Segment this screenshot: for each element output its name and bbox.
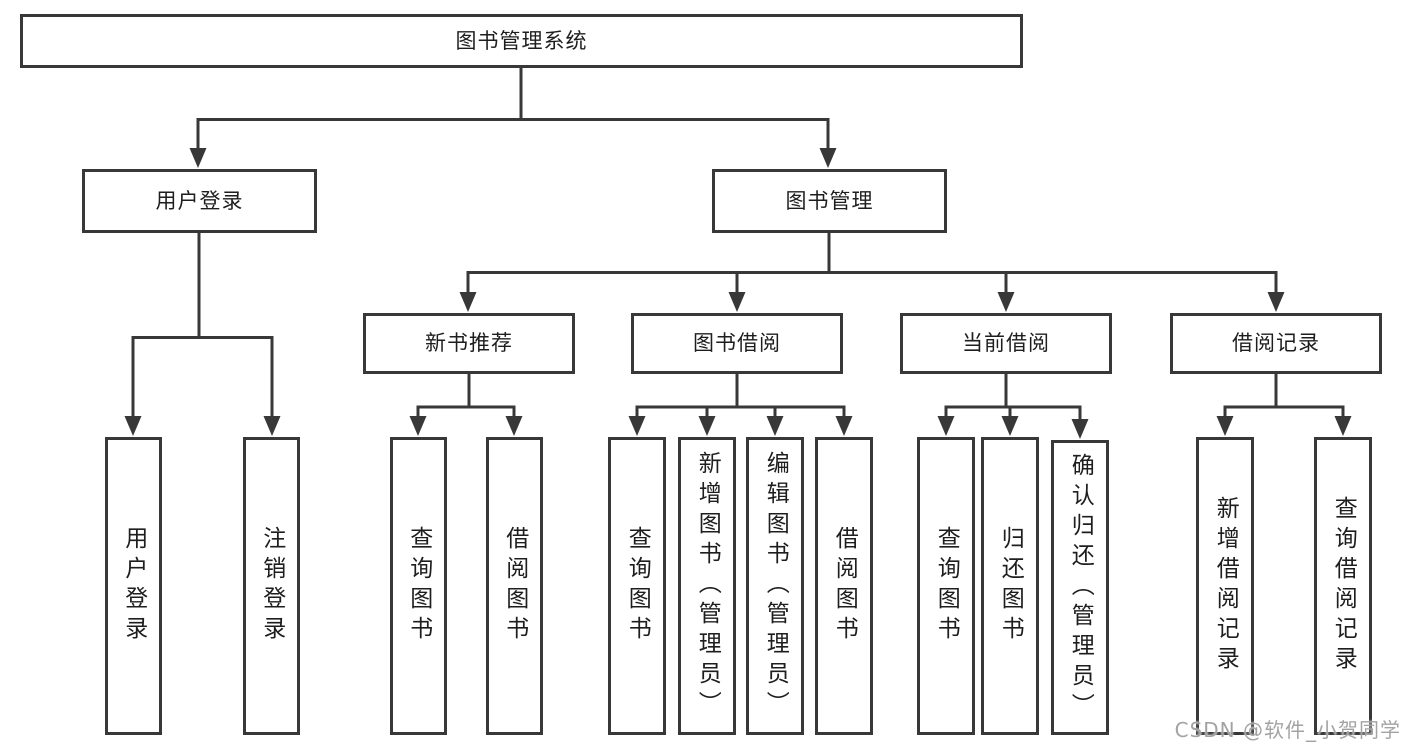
arrowhead-icon <box>1334 416 1352 436</box>
node-query-books-borrowing: 查询图书 <box>608 437 666 735</box>
arrowhead-icon <box>409 416 427 436</box>
arrowhead-icon <box>835 416 853 436</box>
node-new-book-recommend: 新书推荐 <box>363 313 575 374</box>
connector-paths <box>131 66 1345 423</box>
arrowhead-icon <box>263 416 281 436</box>
node-borrowing-records: 借阅记录 <box>1170 313 1382 374</box>
node-confirm-return-admin: 确认归还（管理员） <box>1051 440 1109 735</box>
arrowhead-icon <box>997 292 1015 312</box>
arrowhead-icon <box>189 148 207 168</box>
node-library-system: 图书管理系统 <box>20 14 1023 68</box>
arrowhead-icon <box>819 148 837 168</box>
arrowhead-icon <box>628 416 646 436</box>
node-query-borrow-record: 查询借阅记录 <box>1314 437 1372 735</box>
node-book-borrowing: 图书借阅 <box>631 313 843 374</box>
node-add-books-admin: 新增图书（管理员） <box>678 437 736 735</box>
arrowhead-icon <box>1001 416 1019 436</box>
arrowhead-icon <box>698 416 716 436</box>
node-current-borrowing: 当前借阅 <box>900 313 1112 374</box>
arrowhead-icon <box>1216 416 1234 436</box>
node-query-books-recommend: 查询图书 <box>390 437 447 735</box>
node-logout: 注销登录 <box>243 437 300 735</box>
node-query-books-current: 查询图书 <box>917 437 975 735</box>
arrowhead-icon <box>937 416 955 436</box>
watermark: CSDN @软件_小贺同学 <box>1174 718 1401 742</box>
node-add-borrow-record: 新增借阅记录 <box>1196 437 1254 735</box>
arrowhead-icon <box>1071 419 1089 439</box>
arrowhead-icon <box>505 416 523 436</box>
arrowheads <box>124 148 1352 439</box>
node-borrow-books-recommend: 借阅图书 <box>486 437 543 735</box>
node-user-login-group: 用户登录 <box>82 169 317 233</box>
arrowhead-icon <box>1267 292 1285 312</box>
node-edit-books-admin: 编辑图书（管理员） <box>746 437 804 735</box>
node-user-login: 用户登录 <box>105 437 162 735</box>
node-borrow-books: 借阅图书 <box>815 437 873 735</box>
arrowhead-icon <box>766 416 784 436</box>
arrowhead-icon <box>728 292 746 312</box>
node-return-books: 归还图书 <box>981 437 1039 735</box>
arrowhead-icon <box>124 416 142 436</box>
arrowhead-icon <box>459 292 477 312</box>
node-book-management: 图书管理 <box>712 169 947 233</box>
